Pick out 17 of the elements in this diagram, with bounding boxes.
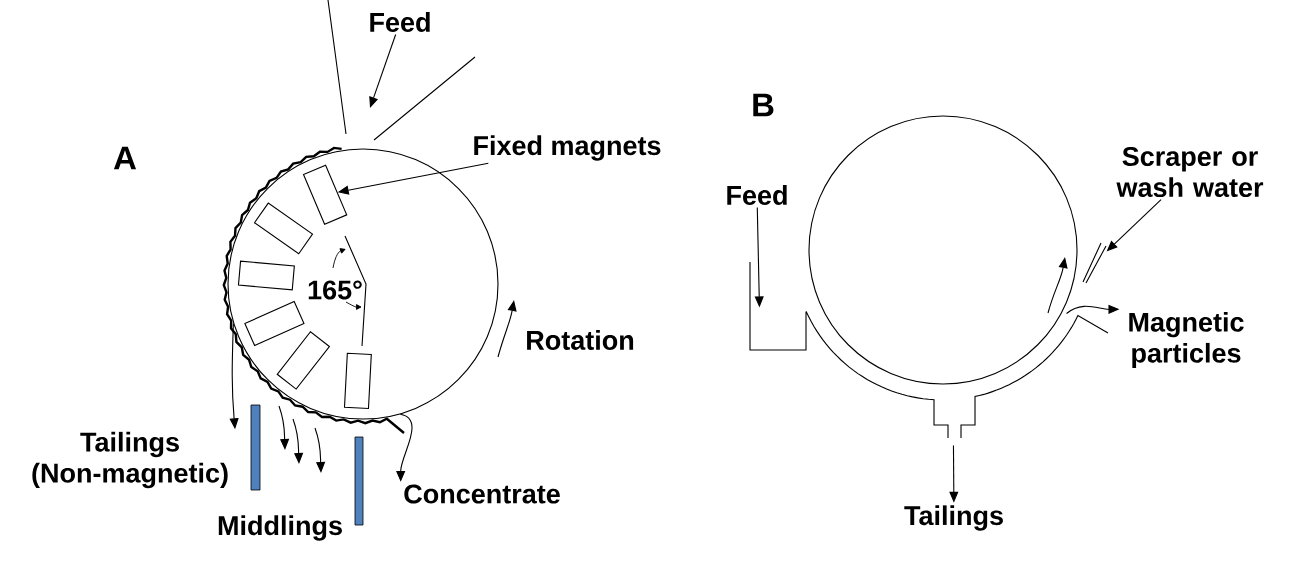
angle-label: 165°: [308, 280, 362, 300]
trough-drawing: [749, 261, 1109, 439]
panel-letter: A: [113, 146, 137, 170]
stream-label: Feed: [727, 185, 787, 205]
stream-label: Scraper or wash water: [1116, 146, 1264, 198]
stream-label: Feed: [370, 12, 430, 32]
stream-label: Concentrate: [404, 484, 560, 504]
stream-label: Tailings: [904, 505, 1003, 531]
arrow: [369, 33, 397, 108]
scraper: [1082, 242, 1107, 284]
stream-label: Magnetic particles: [1129, 311, 1244, 369]
rotation-label: Rotation: [527, 330, 634, 350]
stream-label: Middlings: [218, 515, 342, 541]
stream-label: Fixed magnets: [474, 135, 661, 161]
panel-letter: B: [753, 93, 774, 117]
magnet-block: [302, 164, 348, 225]
stream-label: Tailings (Non-magnetic): [32, 431, 228, 489]
